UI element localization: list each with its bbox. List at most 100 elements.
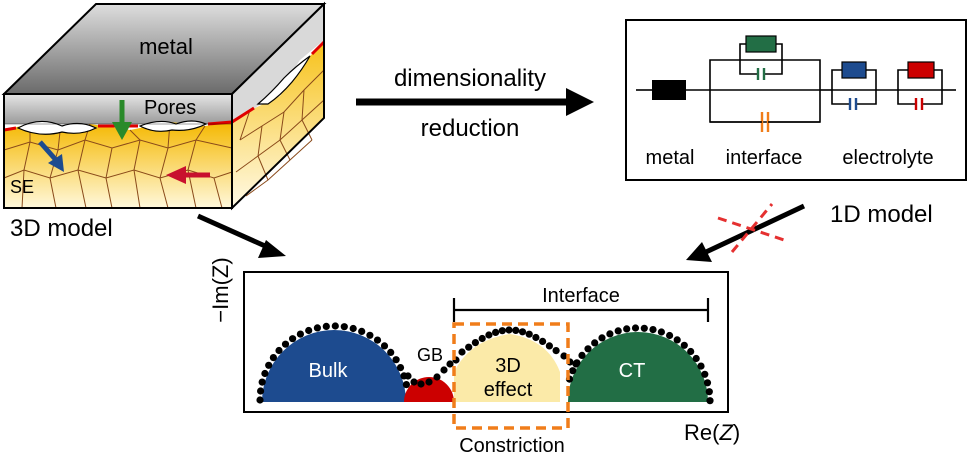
circuit-electrolyte-label: electrolyte xyxy=(842,147,933,169)
impedance-dot xyxy=(373,336,382,344)
block-3d: metal Pores SE xyxy=(1,1,327,211)
impedance-dot xyxy=(706,397,714,405)
se-side-face xyxy=(232,42,324,208)
impedance-dot xyxy=(358,327,366,335)
metal-front-face xyxy=(4,94,232,124)
metal-side-face xyxy=(232,4,324,122)
impedance-dot xyxy=(532,333,540,342)
gb-label: GB xyxy=(417,345,443,365)
bulk-arc xyxy=(262,330,406,402)
impedance-dot xyxy=(680,341,688,349)
impedance-dot xyxy=(525,330,533,338)
metal-label: metal xyxy=(139,34,193,59)
impedance-dot xyxy=(257,387,265,395)
impedance-dot xyxy=(591,339,599,347)
impedance-dot xyxy=(296,330,304,338)
impedance-dot xyxy=(322,322,330,330)
impedance-dot xyxy=(380,342,389,350)
impedance-dot xyxy=(458,348,466,356)
impedance-dot xyxy=(649,326,657,334)
impedance-dot xyxy=(396,364,405,372)
impedance-dot xyxy=(687,347,695,356)
impedance-dot xyxy=(614,327,622,335)
blue-resistor xyxy=(841,61,867,79)
impedance-dot xyxy=(631,324,640,332)
x-axis-label-var: Z xyxy=(718,420,734,445)
impedance-dot xyxy=(331,322,339,330)
impedance-dot xyxy=(471,339,479,347)
impedance-dot xyxy=(269,354,277,362)
impedance-dot xyxy=(281,340,290,348)
impedance-dot xyxy=(657,328,666,336)
circuit-box: metal interface electrolyte xyxy=(625,19,967,181)
impedance-dot xyxy=(261,369,269,378)
impedance-dot xyxy=(305,326,313,335)
impedance-dot xyxy=(265,361,273,369)
arrow-1d-to-spectrum xyxy=(686,203,806,262)
impedance-dot xyxy=(606,330,614,338)
impedance-dot xyxy=(552,347,560,355)
reduction-arrow xyxy=(356,88,594,116)
reduction-label: reduction xyxy=(421,115,520,142)
x-axis-label-suffix: ) xyxy=(733,420,740,445)
impedance-dot xyxy=(598,334,606,342)
impedance-dot xyxy=(518,328,527,336)
impedance-dot xyxy=(640,324,648,332)
impedance-dot xyxy=(425,378,433,386)
impedance-dot xyxy=(666,331,674,340)
impedance-dot xyxy=(512,326,520,334)
impedance-dot xyxy=(440,366,448,374)
green-down-arrow xyxy=(112,100,132,140)
impedance-dot xyxy=(366,331,374,339)
impedance-dot xyxy=(545,342,554,350)
impedance-dot xyxy=(404,372,412,380)
pore-side xyxy=(256,55,311,105)
green-resistor xyxy=(745,35,777,53)
impedance-dot xyxy=(673,336,681,344)
cross-out-mark xyxy=(717,203,785,253)
constriction-box xyxy=(452,322,570,430)
impedance-dot xyxy=(340,323,348,331)
impedance-dot xyxy=(697,362,705,370)
se-label: SE xyxy=(10,177,34,197)
blue-capacitor xyxy=(848,98,858,110)
effect-label-line1: 3D xyxy=(495,355,521,377)
impedance-dot xyxy=(498,327,506,335)
impedance-dot xyxy=(465,343,473,351)
impedance-dot xyxy=(692,354,700,363)
impedance-dot xyxy=(258,378,266,386)
se-front-face xyxy=(4,122,232,208)
red-resistor xyxy=(907,61,935,79)
circuit-metal-label: metal xyxy=(646,147,695,169)
impedance-dot xyxy=(313,324,321,332)
green-capacitor xyxy=(756,68,766,80)
x-axis-label: Re(Z) xyxy=(684,420,740,445)
impedance-dot xyxy=(623,325,631,333)
model-3d-caption: 3D model xyxy=(10,215,113,242)
impedance-dot xyxy=(410,378,418,386)
impedance-dot xyxy=(584,345,592,353)
impedance-dot xyxy=(275,346,283,355)
impedance-dot xyxy=(446,360,454,368)
impedance-dot xyxy=(417,380,425,388)
impedance-dot xyxy=(485,331,493,339)
impedance-dot xyxy=(569,367,577,375)
effect-arc xyxy=(454,334,560,402)
x-axis-label-prefix: Re( xyxy=(684,420,720,445)
spectrum-box: Interface Bulk GB 3D effect CT xyxy=(243,271,729,430)
red-left-arrow xyxy=(166,166,210,184)
metal-resistor xyxy=(652,80,686,100)
impedance-dot xyxy=(560,352,568,360)
impedance-dot xyxy=(573,359,581,367)
impedance-dot xyxy=(578,351,586,359)
impedance-dot xyxy=(701,370,709,378)
effect-label-line2: effect xyxy=(484,379,533,401)
impedance-dot xyxy=(705,388,713,396)
ct-arc xyxy=(568,332,708,402)
impedance-dot xyxy=(256,396,264,404)
y-axis-label: −Im(Z) xyxy=(208,257,233,322)
impedance-dot xyxy=(492,328,500,336)
dimensionality-label: dimensionality xyxy=(394,65,546,92)
impedance-dot xyxy=(402,381,410,389)
blue-diagonal-arrow xyxy=(38,140,64,172)
